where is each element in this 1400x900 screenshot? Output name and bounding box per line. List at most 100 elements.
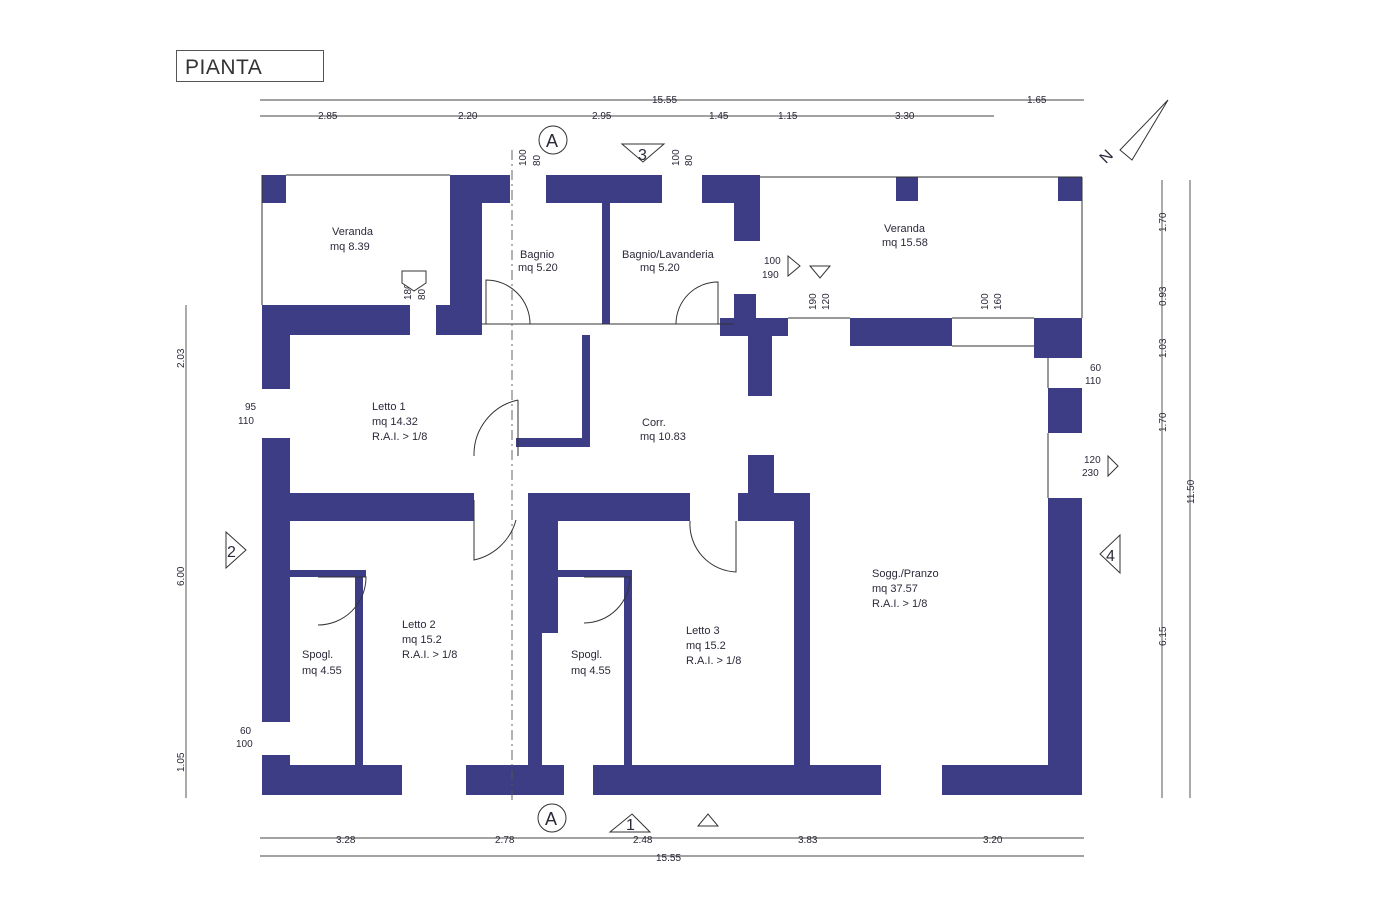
plan-title: PIANTA (185, 56, 263, 79)
room-letto3-area: mq 15.2 (686, 640, 726, 652)
wall-top-left-corner (262, 175, 286, 203)
dim-top-seg-4: 1.45 (709, 111, 729, 122)
section-2: 2 (227, 544, 236, 561)
room-lavanderia-area: mq 5.20 (640, 262, 680, 274)
dim-right-1: 1.70 (1158, 212, 1169, 232)
wall-soggiorno-left (794, 493, 810, 765)
wall-lav-right (734, 175, 760, 241)
right-mid-arrow-icon (1107, 454, 1119, 478)
dim-right-5: 6.15 (1158, 626, 1169, 646)
wall-spogl1-right (355, 573, 363, 765)
room-soggiorno-rai: R.A.I. > 1/8 (872, 598, 927, 610)
wall-bottom-b (466, 765, 564, 795)
dim-left-2: 6.00 (176, 566, 187, 586)
section-a-top: A (546, 131, 558, 151)
veranda1-door-h: 180 (403, 283, 414, 300)
room-corr-area: mq 10.83 (640, 431, 686, 443)
north-arrow: N (1097, 99, 1169, 167)
veranda2-door1-w: 120 (821, 293, 832, 310)
room-letto1-rai: R.A.I. > 1/8 (372, 431, 427, 443)
north-arrow-icon (1119, 99, 1169, 161)
wall-stub-column (748, 455, 774, 521)
wall-corr-column (748, 318, 772, 396)
wall-center-top (528, 493, 690, 521)
wall-right-bottom (1048, 498, 1082, 795)
dim-top-total: 15.55 (652, 95, 677, 106)
dim-bottom-seg-3: 2.48 (633, 835, 653, 846)
room-labels: Veranda mq 8.39 Bagnio mq 5.20 Bagnio/La… (302, 223, 939, 677)
wall-right-top (1034, 318, 1082, 358)
room-letto1-area: mq 14.32 (372, 416, 418, 428)
dim-right-3: 1.03 (1158, 338, 1169, 358)
wall-top-right-corner (1058, 177, 1082, 201)
dim-left-3: 1.05 (176, 752, 187, 772)
wall-top-segment-b (546, 175, 662, 203)
bagnio-window-h: 100 (518, 149, 529, 166)
room-veranda1-name: Veranda (332, 226, 374, 238)
left-bottom-h: 100 (236, 739, 253, 750)
dim-top-extra: 1.65 (1027, 95, 1047, 106)
dim-top-seg-1: 2.85 (318, 111, 338, 122)
dim-bottom-seg-2: 2.78 (495, 835, 515, 846)
left-top-w: 95 (245, 402, 257, 413)
lav-window-h: 100 (671, 149, 682, 166)
dim-bottom-seg-4: 3.83 (798, 835, 818, 846)
room-bagnio-name: Bagnio (520, 249, 554, 261)
bottom-door-arrow-icon (696, 813, 720, 827)
dim-left-1: 2.03 (176, 348, 187, 368)
dim-bottom-seg-5: 3.20 (983, 835, 1003, 846)
wall-bath-divider (602, 200, 610, 324)
dims-right: 1.70 0.93 1.03 1.70 6.15 11.50 (1158, 212, 1197, 646)
opening-labels: 80 100 80 100 80 180 100 190 120 190 160… (236, 149, 1119, 827)
veranda2-door2-h: 100 (980, 293, 991, 310)
room-spogl1-name: Spogl. (302, 649, 333, 661)
room-soggiorno-name: Sogg./Pranzo (872, 568, 939, 580)
room-letto3-name: Letto 3 (686, 625, 720, 637)
right-top-w: 60 (1090, 363, 1102, 374)
wall-right-mid (1048, 388, 1082, 433)
right-mid-w: 120 (1084, 455, 1101, 466)
wall-letto1-right (582, 335, 590, 447)
room-letto2-rai: R.A.I. > 1/8 (402, 649, 457, 661)
wall-corr-inner (516, 438, 590, 447)
dim-top-seg-6: 3.30 (895, 111, 915, 122)
wall-letto1-top-right (436, 305, 482, 335)
dim-bottom-seg-1: 3.28 (336, 835, 356, 846)
wall-spogl1-top (290, 570, 366, 577)
room-letto1-name: Letto 1 (372, 401, 406, 413)
thin-outlines (261, 150, 1083, 800)
left-bottom-w: 60 (240, 726, 252, 737)
room-letto2-area: mq 15.2 (402, 634, 442, 646)
room-spogl2-area: mq 4.55 (571, 665, 611, 677)
wall-veranda2-pier (896, 177, 918, 201)
dims-bottom: 3.28 2.78 2.48 3.83 3.20 15.55 (336, 835, 1003, 864)
bagnio-window-w: 80 (532, 154, 543, 166)
wall-spogl2-right (624, 573, 632, 765)
section-1: 1 (626, 817, 635, 834)
dimension-lines (185, 99, 1191, 857)
wall-bottom-c (593, 765, 881, 795)
room-spogl1-area: mq 4.55 (302, 665, 342, 677)
room-letto2-name: Letto 2 (402, 619, 436, 631)
wall-letto1-bottom (262, 493, 474, 521)
dim-right-total: 11.50 (1186, 479, 1197, 504)
left-top-h: 110 (238, 416, 254, 427)
veranda2-door2-w: 160 (993, 293, 1004, 310)
room-bagnio-area: mq 5.20 (518, 262, 558, 274)
veranda2-side-h: 190 (762, 270, 779, 281)
room-corr-name: Corr. (642, 417, 666, 429)
wall-spogl2-top (558, 570, 632, 577)
section-3: 3 (638, 147, 647, 164)
wall-letto1-top-left (262, 305, 410, 335)
room-lavanderia-name: Bagnio/Lavanderia (622, 249, 715, 261)
section-markers: A A 3 1 2 4 (225, 125, 1121, 834)
veranda1-door-w: 80 (417, 288, 428, 300)
room-veranda1-area: mq 8.39 (330, 241, 370, 253)
room-soggiorno-area: mq 37.57 (872, 583, 918, 595)
right-top-h: 110 (1085, 376, 1101, 387)
door-swings (317, 279, 737, 626)
room-letto3-rai: R.A.I. > 1/8 (686, 655, 741, 667)
room-veranda2-area: mq 15.58 (882, 237, 928, 249)
dims-left: 2.03 6.00 1.05 (176, 348, 187, 772)
